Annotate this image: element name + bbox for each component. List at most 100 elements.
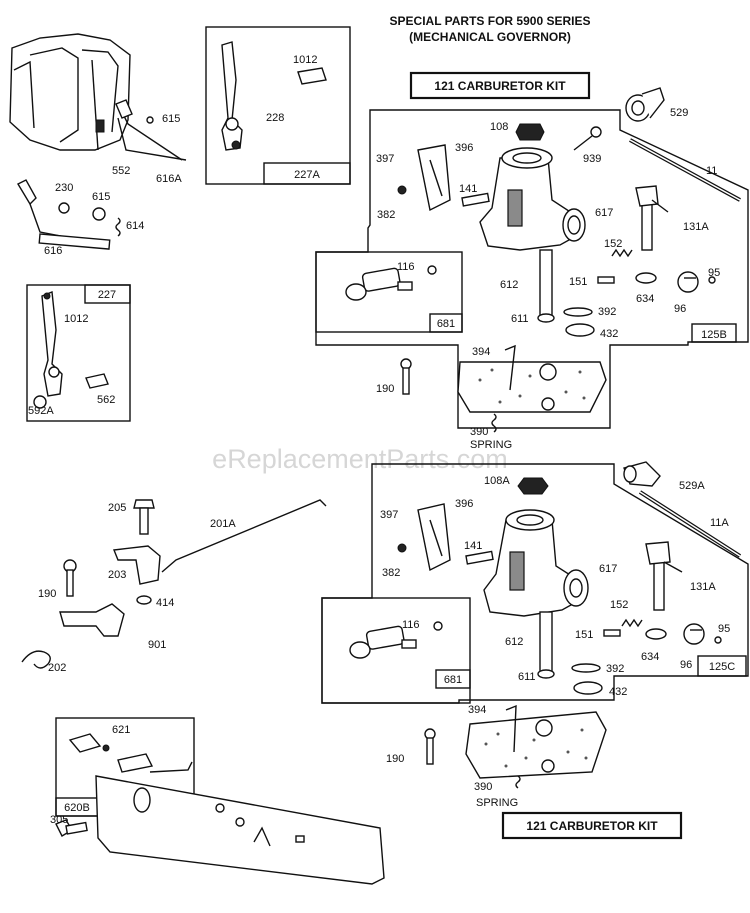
spring-202 — [21, 650, 51, 669]
watermark: eReplacementParts.com — [212, 444, 508, 474]
label-392-b: 392 — [606, 663, 624, 675]
washer-414 — [136, 595, 152, 605]
label-95-b: 95 — [718, 623, 730, 635]
label-397-b: 397 — [380, 509, 398, 521]
screw-95 — [708, 276, 716, 284]
box-label-227: 227 — [98, 289, 116, 301]
throttle-plate-397b — [417, 503, 451, 572]
kit-label-bottom: 121 CARBURETOR KIT — [526, 819, 658, 833]
link-201a — [161, 499, 327, 573]
label-96: 96 — [674, 303, 686, 315]
header-line-1: SPECIAL PARTS FOR 5900 SERIES — [390, 14, 591, 28]
label-612: 612 — [500, 279, 518, 291]
spring-390-top — [491, 413, 497, 433]
spring-152b — [621, 618, 643, 628]
screw-190-bottom — [424, 728, 436, 765]
label-108a: 108A — [484, 475, 510, 487]
box-label-681-bot: 681 — [444, 674, 462, 686]
bolt-205 — [133, 499, 155, 535]
mounting-plate — [95, 761, 385, 885]
label-151-b: 151 — [575, 629, 593, 641]
screw-151b — [603, 629, 621, 637]
bracket-901 — [59, 603, 125, 637]
label-152: 152 — [604, 238, 622, 250]
label-190-top: 190 — [376, 383, 394, 395]
needle-valve-131ab — [645, 541, 683, 611]
header-line-2: (MECHANICAL GOVERNOR) — [409, 30, 571, 44]
boot-529a — [623, 461, 661, 487]
label-95: 95 — [708, 267, 720, 279]
box-label-620b: 620B — [64, 802, 90, 814]
label-205: 205 — [108, 502, 126, 514]
label-432: 432 — [600, 328, 618, 340]
label-614: 614 — [126, 220, 144, 232]
label-617-b: 617 — [599, 563, 617, 575]
box-227a — [205, 26, 351, 185]
bracket-227 — [33, 291, 109, 409]
label-529: 529 — [670, 107, 688, 119]
label-202: 202 — [48, 662, 66, 674]
label-396-b: 396 — [455, 498, 473, 510]
box-label-125b: 125B — [701, 329, 727, 341]
label-228: 228 — [266, 112, 284, 124]
kit-label-top-box — [409, 71, 591, 100]
label-562: 562 — [97, 394, 115, 406]
label-152-b: 152 — [610, 599, 628, 611]
screw-151 — [597, 276, 615, 284]
label-939: 939 — [583, 153, 601, 165]
label-201a: 201A — [210, 518, 236, 530]
carburetor-bottom — [483, 509, 589, 679]
clip-615 — [92, 207, 106, 221]
bracket-228 — [221, 41, 327, 151]
choke-lever-96b — [683, 623, 705, 645]
pin-141b — [465, 550, 494, 565]
label-552: 552 — [112, 165, 130, 177]
gasket-392 — [563, 307, 593, 317]
label-141-b: 141 — [464, 540, 482, 552]
washer-230 — [58, 202, 70, 214]
governor-lever-616a — [117, 117, 187, 161]
choke-lever-96 — [677, 271, 699, 293]
screw-190-mid — [63, 559, 77, 597]
washer-634b — [645, 628, 667, 640]
needle-assembly-116b — [349, 621, 443, 659]
label-1012-b: 1012 — [64, 313, 88, 325]
label-616a: 616A — [156, 173, 182, 185]
box-227 — [26, 284, 131, 422]
air-guide-housing — [9, 33, 183, 161]
screw-382 — [397, 185, 407, 195]
label-spring-bottom: SPRING — [476, 797, 518, 809]
label-203: 203 — [108, 569, 126, 581]
label-592a: 592A — [28, 405, 54, 417]
bolt-305 — [55, 819, 88, 837]
label-382-b: 382 — [382, 567, 400, 579]
float-bowl-nut-108 — [515, 123, 545, 141]
seal-432b — [573, 681, 603, 695]
label-230: 230 — [55, 182, 73, 194]
gasket-392b — [571, 663, 601, 673]
label-394: 394 — [472, 346, 490, 358]
throttle-plate-397 — [417, 144, 451, 212]
label-397: 397 — [376, 153, 394, 165]
washer-634 — [635, 272, 657, 284]
label-634: 634 — [636, 293, 654, 305]
label-396: 396 — [455, 142, 473, 154]
box-label-681-top: 681 — [437, 318, 455, 330]
label-382: 382 — [377, 209, 395, 221]
seal-432 — [565, 323, 595, 337]
box-681-bot — [321, 597, 471, 704]
spring-152 — [611, 248, 633, 258]
label-131a-b: 131A — [690, 581, 716, 593]
kit-label-top: 121 CARBURETOR KIT — [434, 79, 566, 93]
label-spring-top: SPRING — [470, 439, 512, 451]
label-11a: 11A — [710, 517, 729, 529]
choke-shaft-939 — [573, 126, 602, 151]
box-label-125c: 125C — [709, 661, 735, 673]
label-390-top: 390 — [470, 426, 488, 438]
label-617: 617 — [595, 207, 613, 219]
label-615-mid: 615 — [92, 191, 110, 203]
label-190-mid: 190 — [38, 588, 56, 600]
label-116: 116 — [397, 261, 415, 273]
label-390-bottom: 390 — [474, 781, 492, 793]
